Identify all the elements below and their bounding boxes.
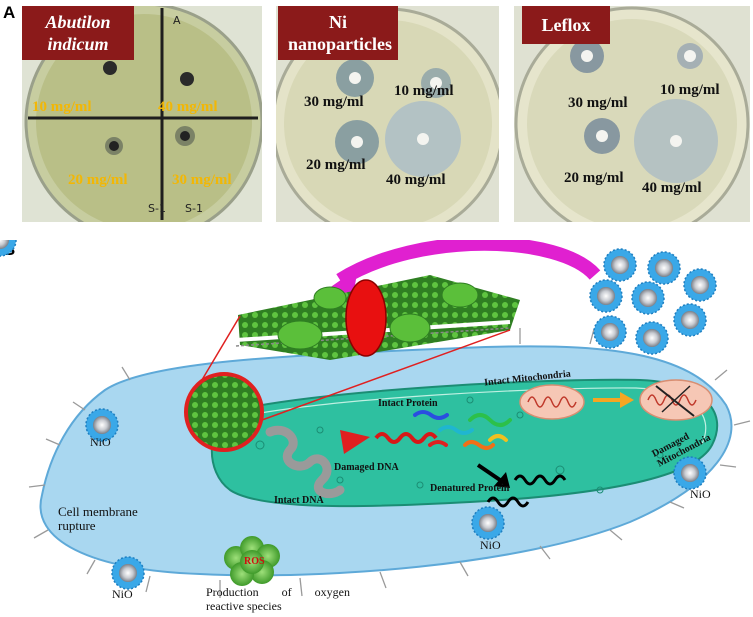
- nio-label-bottom-left: NiO: [112, 587, 133, 601]
- ni-label-10: 10 mg/ml: [394, 83, 454, 99]
- abutilon-marker-s1-right: S-1: [185, 202, 203, 215]
- abutilon-marker-s1-left: S-1: [148, 202, 166, 215]
- leflox-label-40: 40 mg/ml: [642, 180, 702, 196]
- intact-protein-structure: [413, 410, 512, 450]
- ros-cloud: [224, 536, 280, 586]
- ni-plate-image: [276, 6, 499, 222]
- nio-particle-bottom: [471, 506, 505, 540]
- cell-membrane-rupture-label: Cell membrane rupture: [58, 504, 138, 533]
- ni-plate: Ni nanoparticles 30 mg/ml 10 mg/ml 20 mg…: [276, 6, 499, 222]
- denatured-protein-label: Denatured Protein: [430, 483, 510, 494]
- zoom-circle: [184, 372, 264, 452]
- nio-label-bottom: NiO: [480, 538, 501, 552]
- nio-particle-right: [673, 456, 707, 490]
- production-ros-label: Production of oxygen reactive species: [206, 585, 350, 613]
- leflox-label-30: 30 mg/ml: [568, 95, 628, 111]
- nio-label-right: NiO: [690, 487, 711, 501]
- mechanism-diagram: [0, 240, 751, 598]
- ni-label-20: 20 mg/ml: [306, 157, 366, 173]
- leflox-label-20: 20 mg/ml: [564, 170, 624, 186]
- membrane-pore: [345, 279, 387, 357]
- zoom-line-right: [261, 329, 511, 421]
- ni-label-30: 30 mg/ml: [304, 94, 364, 110]
- abutilon-label-10: 10 mg/ml: [32, 99, 92, 115]
- intact-mitochondria-shape: [519, 384, 585, 420]
- nio-label-left: NiO: [90, 435, 111, 449]
- abutilon-title: Abutilon indicum: [22, 6, 134, 60]
- abutilon-plate-image: [22, 6, 262, 222]
- intact-dna-label: Intact DNA: [274, 495, 324, 506]
- damaged-dna-label: Damaged DNA: [334, 462, 399, 473]
- ni-title: Ni nanoparticles: [278, 6, 398, 60]
- nio-particle-bottom-left: [111, 556, 145, 590]
- nanoparticle-cluster: [0, 240, 717, 355]
- intact-protein-label: Intact Protein: [378, 398, 438, 409]
- abutilon-marker-a: A: [173, 14, 181, 27]
- cytoplasm-vesicles: [255, 396, 664, 494]
- abutilon-label-30: 30 mg/ml: [172, 172, 232, 188]
- leflox-plate: Leflox 30 mg/ml 10 mg/ml 20 mg/ml 40 mg/…: [514, 6, 750, 222]
- abutilon-label-20: 20 mg/ml: [68, 172, 128, 188]
- abutilon-label-40: 40 mg/ml: [158, 99, 218, 115]
- ros-label: ROS: [244, 556, 265, 567]
- leflox-label-10: 10 mg/ml: [660, 82, 720, 98]
- damaged-dna-helix: [374, 432, 438, 444]
- abutilon-plate: Abutilon indicum 10 mg/ml 40 mg/ml 20 mg…: [22, 6, 262, 222]
- membrane-closeup: [235, 275, 520, 360]
- denature-arrow: [476, 463, 502, 482]
- damage-arrow: [340, 430, 370, 454]
- damaged-mitochondria-shape: [639, 379, 713, 421]
- entry-arrow: [336, 240, 601, 286]
- denatured-protein-shape: [486, 474, 567, 508]
- intact-dna-helix: [265, 425, 345, 499]
- leflox-title: Leflox: [522, 6, 610, 44]
- panel-a-letter: A: [3, 3, 16, 22]
- ni-label-40: 40 mg/ml: [386, 172, 446, 188]
